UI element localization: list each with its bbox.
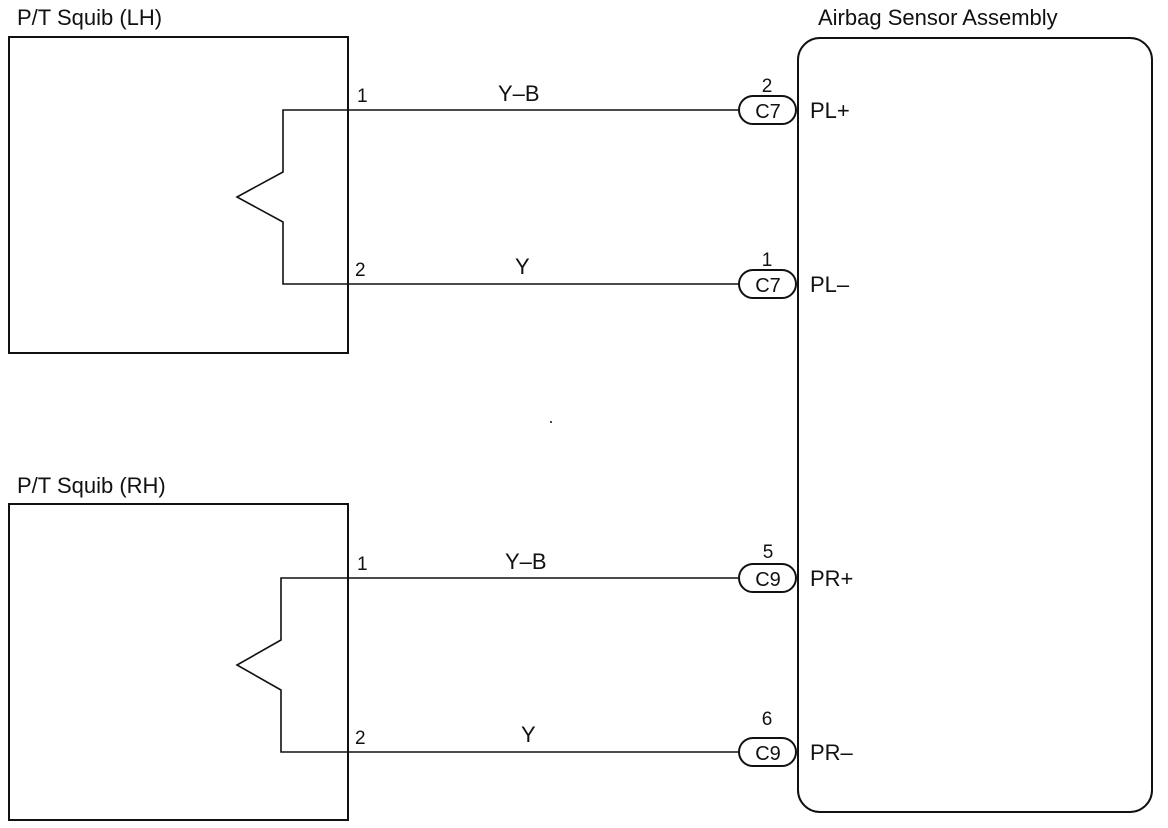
lh-squib-box (8, 36, 349, 354)
terminal-pin-number: 1 (762, 250, 773, 271)
terminal-connector: C7 (755, 101, 781, 123)
terminal-signal: PL– (810, 272, 850, 297)
rh-squib-box (8, 503, 349, 821)
terminal-pin-number: 5 (763, 542, 774, 563)
rh-wire-2-color: Y (521, 722, 536, 747)
connector-oval (738, 95, 797, 125)
lh-wire-2-color: Y (515, 254, 530, 279)
rh-pin-1-label: 1 (357, 554, 368, 575)
sensor-box (797, 37, 1153, 813)
rh-pin-2-label: 2 (355, 728, 366, 749)
lh-pin-2-label: 2 (355, 260, 366, 281)
rh-squib-title: P/T Squib (RH) (17, 473, 166, 498)
stray-dot (550, 421, 552, 423)
lh-squib-element (235, 109, 348, 285)
lh-squib-title: P/T Squib (LH) (17, 5, 162, 30)
terminal-signal: PR– (810, 740, 854, 765)
rh-wire-1-color: Y–B (505, 549, 547, 574)
terminal-connector: C9 (755, 569, 781, 591)
sensor-terminal-pr-minus: 6 C9 PR– (738, 709, 854, 767)
terminal-connector: C7 (755, 275, 781, 297)
terminal-signal: PL+ (810, 98, 850, 123)
sensor-terminal-pl-plus: 2 C7 PL+ (738, 76, 850, 125)
terminal-signal: PR+ (810, 566, 853, 591)
terminal-pin-number: 2 (762, 76, 773, 97)
terminal-connector: C9 (755, 743, 781, 765)
terminal-pin-number: 6 (762, 709, 773, 730)
sensor-title: Airbag Sensor Assembly (818, 5, 1058, 30)
rh-squib-element (235, 577, 348, 753)
sensor-terminal-pl-minus: 1 C7 PL– (738, 250, 850, 299)
lh-pin-1-label: 1 (357, 86, 368, 107)
connector-oval (738, 737, 797, 767)
connector-oval (738, 563, 797, 593)
sensor-terminal-pr-plus: 5 C9 PR+ (738, 542, 853, 593)
connector-oval (738, 269, 797, 299)
lh-wire-1-color: Y–B (498, 81, 540, 106)
